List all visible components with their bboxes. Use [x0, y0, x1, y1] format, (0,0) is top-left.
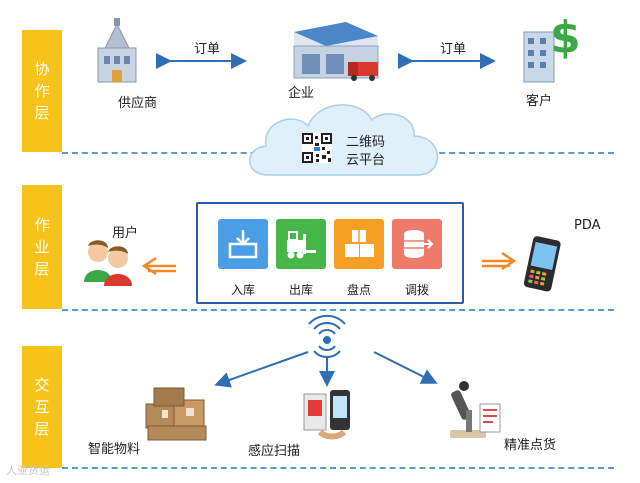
enterprise-label: 企业: [288, 82, 314, 101]
user-label: 用户: [112, 222, 138, 241]
inventory-label: 精准点货: [504, 434, 556, 453]
watermark-text: 人亚货运: [6, 462, 50, 478]
op-inbound-label: 入库: [218, 281, 268, 298]
op-transfer-label: 调拨: [392, 281, 442, 298]
cloud-label-line1: 二维码: [346, 131, 385, 150]
forklift-icon: [283, 228, 319, 260]
users-icon: [80, 238, 136, 286]
arrow-to-materials: [218, 352, 308, 384]
order-label-left: 订单: [194, 38, 220, 57]
svg-text:$: $: [550, 12, 581, 63]
cloud-shape: [250, 105, 438, 175]
customer-label: 客户: [526, 90, 552, 109]
pda-device-icon: [520, 236, 566, 294]
cloud-label-line2: 云平台: [346, 149, 385, 168]
op-inbound-tile: [218, 219, 268, 269]
customer-building-icon: $: [516, 10, 582, 84]
op-outbound-tile: [276, 219, 326, 269]
pda-arrow: [482, 253, 514, 269]
op-stocktake-tile: [334, 219, 384, 269]
microscope-icon: [440, 380, 504, 442]
cardboard-boxes-icon: [142, 386, 212, 442]
pda-label: PDA: [574, 218, 601, 233]
op-transfer-tile: [392, 219, 442, 269]
inbound-icon: [227, 228, 259, 260]
scan-label: 感应扫描: [248, 440, 300, 459]
arrow-to-inventory: [374, 352, 434, 382]
op-outbound-label: 出库: [276, 281, 326, 298]
database-transfer-icon: [400, 228, 434, 260]
scanner-phone-icon: [300, 388, 358, 444]
materials-label: 智能物料: [88, 438, 140, 457]
supplier-label: 供应商: [118, 92, 157, 111]
order-label-right: 订单: [440, 38, 466, 57]
boxes-icon: [342, 228, 376, 260]
op-stocktake-label: 盘点: [334, 281, 384, 298]
wireless-icon: [309, 316, 345, 357]
qr-code-icon: [302, 133, 332, 163]
user-arrow: [144, 258, 176, 274]
operations-panel: 入库 出库 盘点 调拨: [196, 202, 464, 304]
enterprise-warehouse-icon: [286, 22, 386, 84]
supplier-building-icon: [92, 18, 142, 84]
